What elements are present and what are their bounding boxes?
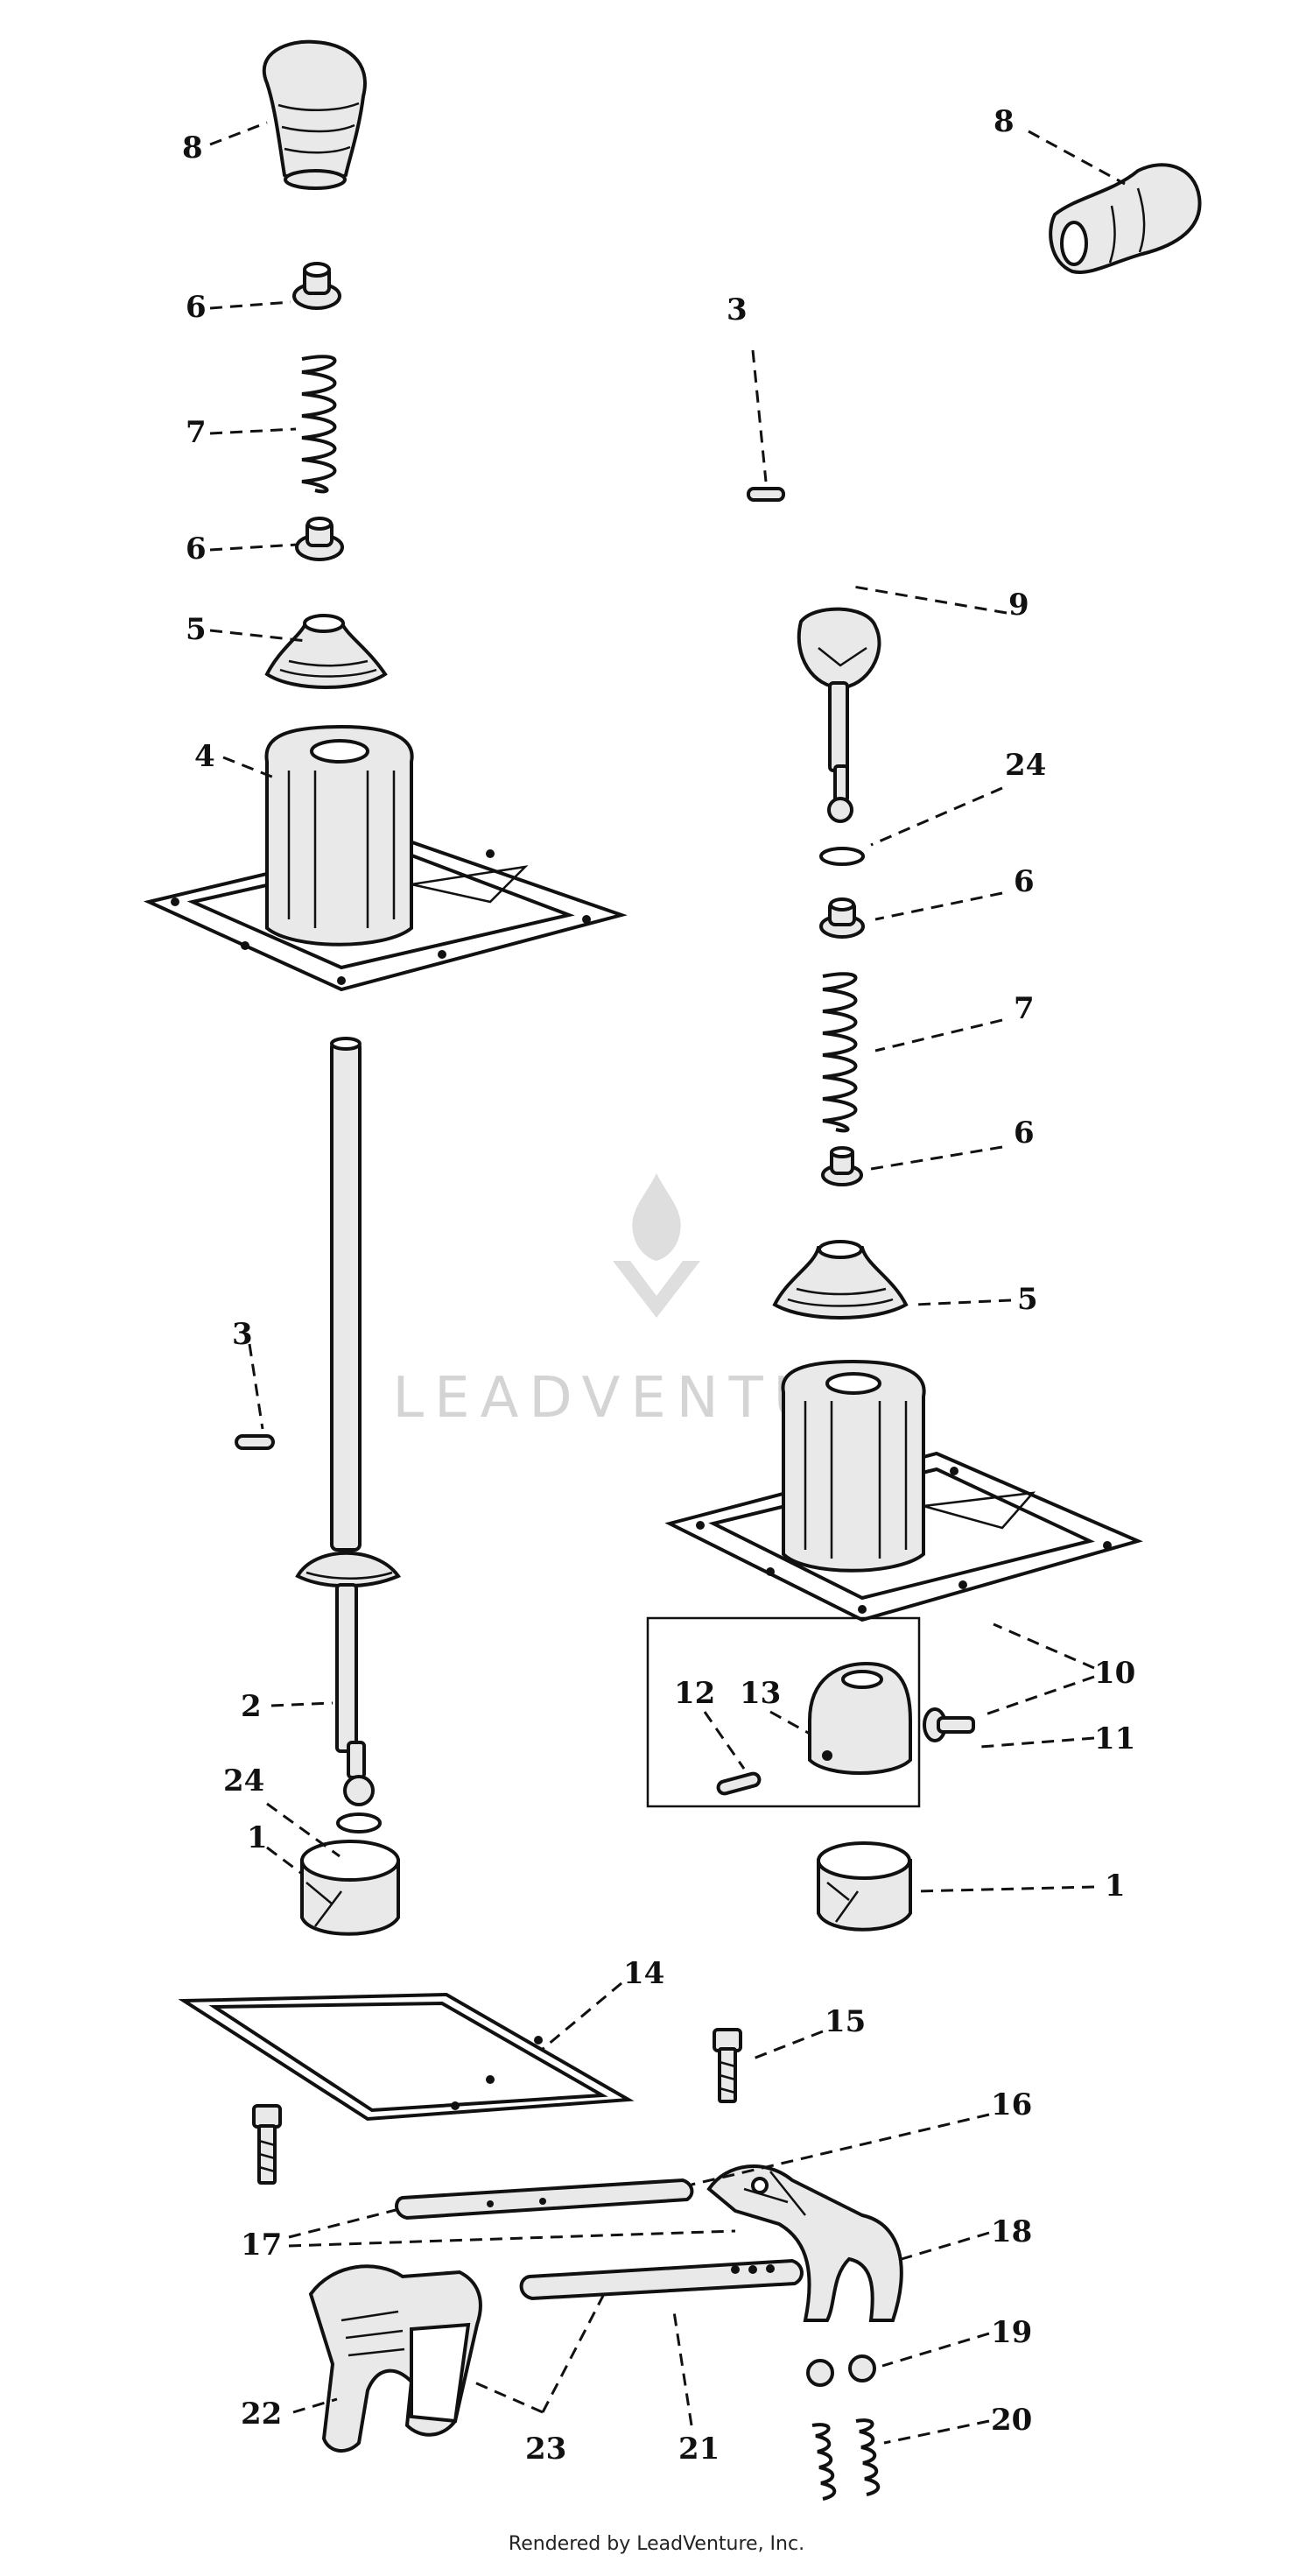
callout-14: 14 — [623, 1956, 664, 1991]
callout-12: 12 — [674, 1676, 715, 1711]
callout-1: 1 — [247, 1820, 268, 1855]
bushing-part — [300, 1840, 400, 1936]
rivet-part — [923, 1707, 975, 1742]
callout-17: 17 — [241, 2228, 282, 2263]
pin-part — [716, 1771, 762, 1796]
callout-1: 1 — [1105, 1869, 1126, 1904]
callout-9: 9 — [1008, 588, 1029, 623]
callout-6: 6 — [186, 531, 207, 567]
callout-20: 20 — [991, 2403, 1032, 2438]
pin-part — [747, 487, 785, 502]
footer-credit: Rendered by LeadVenture, Inc. — [508, 2533, 805, 2555]
knob-part — [262, 39, 367, 190]
bolt-part — [252, 2104, 282, 2185]
callout-24: 24 — [1005, 748, 1046, 783]
spring-part — [822, 972, 858, 1133]
pin-part — [235, 1434, 275, 1450]
callout-23: 23 — [525, 2432, 566, 2467]
bolt-part — [713, 2028, 742, 2103]
shift-fork-part — [706, 2164, 903, 2322]
cap-part — [264, 614, 388, 689]
washer-part — [292, 262, 341, 310]
collar-part — [808, 1661, 912, 1775]
callout-7: 7 — [1014, 991, 1035, 1026]
callout-15: 15 — [825, 2004, 866, 2039]
callout-6: 6 — [1014, 1116, 1035, 1151]
knob-part — [1049, 163, 1202, 274]
callout-11: 11 — [1094, 1721, 1135, 1756]
o-ring-part — [336, 1812, 382, 1833]
callout-22: 22 — [241, 2397, 282, 2432]
callout-labels: 8 6 7 6 5 4 3 2 24 1 8 3 9 24 6 7 6 5 10… — [182, 104, 1135, 2467]
callout-6: 6 — [1014, 864, 1035, 899]
callout-19: 19 — [991, 2315, 1032, 2350]
callout-8: 8 — [182, 130, 203, 165]
callout-10: 10 — [1094, 1656, 1135, 1691]
ball-part — [848, 2354, 876, 2382]
bent-lever-part — [797, 284, 1038, 823]
shift-fork-part — [308, 2264, 482, 2453]
straight-lever-part — [295, 1037, 402, 1806]
callout-2: 2 — [241, 1689, 262, 1724]
callout-24: 24 — [223, 1763, 264, 1798]
spring-part — [811, 2418, 881, 2501]
shift-rod-part — [519, 2258, 804, 2301]
callout-5: 5 — [1017, 1282, 1038, 1317]
bushing-part — [817, 1841, 912, 1932]
callout-4: 4 — [194, 739, 215, 774]
spring-part — [301, 355, 337, 494]
cap-part — [772, 1240, 909, 1320]
washer-part — [819, 897, 865, 939]
washer-part — [295, 517, 344, 561]
callout-21: 21 — [678, 2432, 720, 2467]
callout-6: 6 — [186, 290, 207, 325]
washer-part — [821, 1146, 863, 1186]
callout-13: 13 — [740, 1676, 781, 1711]
detail-inset-box — [646, 1616, 921, 1808]
o-ring-part — [819, 847, 865, 866]
callout-7: 7 — [186, 415, 207, 450]
callout-5: 5 — [186, 612, 207, 647]
callout-18: 18 — [991, 2214, 1032, 2249]
callout-8: 8 — [994, 104, 1015, 139]
shift-rod-part — [395, 2178, 694, 2221]
callout-16: 16 — [991, 2087, 1032, 2122]
tower-plate-part — [143, 724, 628, 992]
gasket-part — [178, 1992, 635, 2122]
callout-3: 3 — [232, 1317, 253, 1352]
leader-lines — [209, 121, 1126, 2445]
callout-3: 3 — [727, 292, 748, 327]
tower-plate-part — [664, 1359, 1143, 1622]
ball-part — [806, 2359, 834, 2387]
